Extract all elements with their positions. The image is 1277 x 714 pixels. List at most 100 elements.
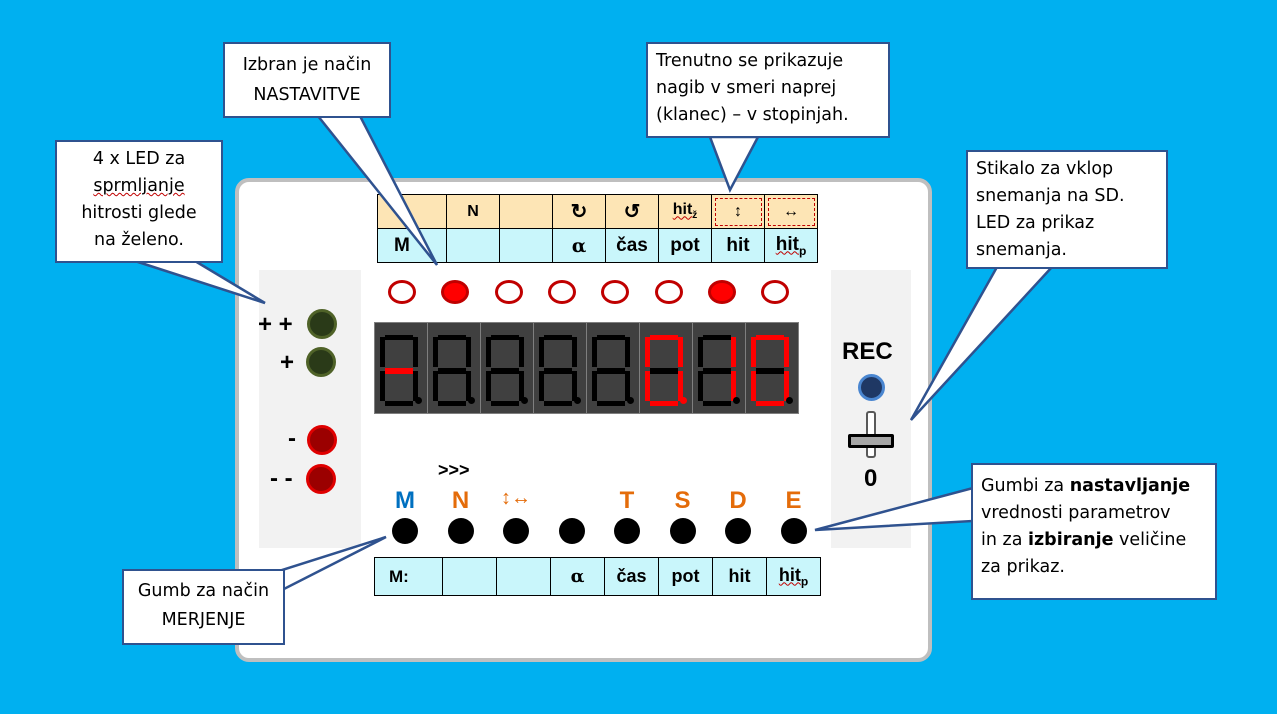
segment-g	[438, 368, 466, 374]
segment-a	[756, 335, 784, 340]
segment-e	[539, 371, 544, 401]
indicator-led-1	[388, 280, 416, 304]
segment-d	[597, 401, 625, 406]
segment-d	[438, 401, 466, 406]
segment-g	[385, 368, 413, 374]
segment-f	[751, 337, 756, 367]
top-cell: čas	[605, 228, 659, 263]
display-digit-3	[481, 323, 534, 413]
segment-a	[703, 335, 731, 340]
rec-label: REC	[842, 338, 893, 365]
segment-a	[650, 335, 678, 340]
panel-button-8[interactable]	[780, 518, 807, 544]
segment-c	[678, 371, 683, 401]
button-label-M: M	[395, 487, 415, 514]
display-digit-2	[428, 323, 481, 413]
bottom-cell: hitp	[766, 557, 821, 596]
segment-d	[385, 401, 413, 406]
segment-b	[625, 337, 630, 367]
segment-e	[433, 371, 438, 401]
segment-e	[380, 371, 385, 401]
segment-b	[413, 337, 418, 367]
decimal-point	[521, 397, 528, 404]
display-digit-1	[375, 323, 428, 413]
indicator-led-7	[707, 280, 736, 304]
alpha-cell: α	[550, 557, 605, 596]
segment-b	[784, 337, 789, 367]
panel-button-1[interactable]	[392, 518, 418, 544]
speed-led-minusminus	[306, 464, 336, 494]
panel-button-5[interactable]	[614, 518, 640, 544]
rec-switch[interactable]	[848, 411, 896, 461]
panel-button-4[interactable]	[558, 518, 585, 544]
segment-b	[519, 337, 524, 367]
top-cell: N	[446, 194, 500, 229]
top-cell: hitž	[658, 194, 712, 229]
bottom-cell	[442, 557, 497, 596]
bottom-cell: hit	[712, 557, 767, 596]
bottom-cell: pot	[658, 557, 713, 596]
next-arrows: >>>	[438, 460, 470, 480]
indicator-led-3	[494, 280, 523, 304]
top-cell: hit	[711, 228, 765, 263]
rotate-cw-icon: ↻	[552, 194, 606, 229]
segment-g	[756, 368, 784, 374]
bottom-cell: M:	[374, 557, 443, 596]
segment-b	[731, 337, 736, 367]
button-label-S: S	[674, 487, 691, 514]
segment-g	[491, 368, 519, 374]
mode-table-bottom: M: α čas pot hit hitp	[374, 557, 821, 596]
segment-b	[678, 337, 683, 367]
segment-c	[625, 371, 630, 401]
rotate-ccw-icon: ↺	[605, 194, 659, 229]
button-label-E: E	[785, 487, 802, 514]
decimal-point	[680, 397, 687, 404]
decimal-point	[468, 397, 475, 404]
button-label-↕↔: ↕↔	[501, 487, 531, 509]
indicator-led-4	[547, 280, 576, 304]
segment-a	[385, 335, 413, 340]
led-label-plus: +	[280, 349, 295, 376]
segment-e	[751, 371, 756, 401]
panel-button-3[interactable]	[503, 518, 529, 544]
rec-area	[831, 270, 911, 548]
display-digit-4	[534, 323, 587, 413]
segment-g	[544, 368, 572, 374]
decimal-point	[415, 397, 422, 404]
segment-f	[433, 337, 438, 367]
segment-e	[486, 371, 491, 401]
indicator-led-6	[654, 280, 683, 304]
speed-led-minus	[307, 425, 337, 455]
indicator-led-5	[601, 280, 630, 304]
decimal-point	[733, 397, 740, 404]
seven-segment-display	[374, 322, 799, 414]
display-digit-5	[587, 323, 640, 413]
switch-handle[interactable]	[848, 434, 894, 448]
indicator-led-2	[441, 280, 470, 304]
segment-c	[572, 371, 577, 401]
callout-buttons: Gumbi za nastavljanje vrednosti parametr…	[971, 463, 1217, 600]
display-digit-6	[640, 323, 693, 413]
segment-b	[466, 337, 471, 367]
button-label-D: D	[729, 487, 747, 514]
decimal-point	[627, 397, 634, 404]
panel-button-2[interactable]	[447, 518, 474, 544]
panel-button-7[interactable]	[725, 518, 751, 544]
segment-e	[698, 371, 703, 401]
updown-arrow-icon: ↕	[711, 194, 765, 229]
segment-f	[380, 337, 385, 367]
led-label-minusminus: - -	[270, 465, 293, 492]
segment-a	[491, 335, 519, 340]
segment-c	[731, 371, 736, 401]
led-label-plusplus: + +	[258, 311, 293, 338]
button-label-N: N	[451, 487, 470, 514]
segment-d	[544, 401, 572, 406]
panel-button-6[interactable]	[669, 518, 696, 544]
speed-led-plus	[306, 347, 336, 377]
segment-g	[597, 368, 625, 374]
